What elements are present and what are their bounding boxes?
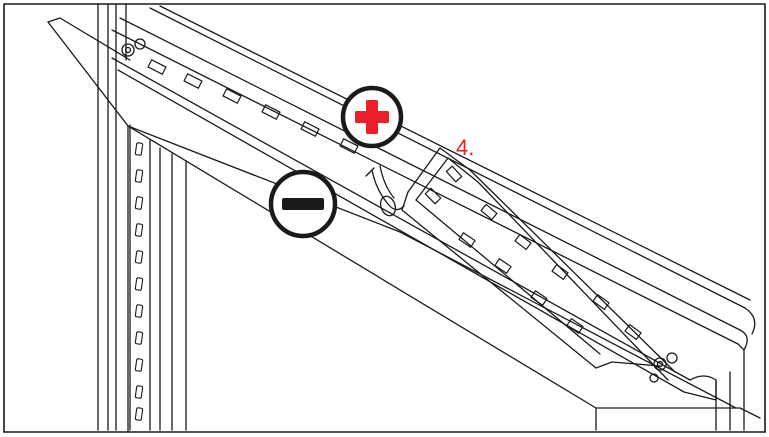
frame-border xyxy=(3,3,766,433)
cabinet-rail xyxy=(97,3,187,431)
negative-terminal-marker xyxy=(268,169,338,239)
aluminium-profile xyxy=(111,5,756,431)
end-clips xyxy=(121,38,678,383)
led-strip-lifted xyxy=(401,147,676,381)
power-wire xyxy=(365,165,405,217)
positive-terminal-marker xyxy=(340,85,404,149)
led-strip-installed xyxy=(147,59,359,154)
minus-icon xyxy=(282,198,324,210)
rail-slots xyxy=(134,142,144,421)
step-number-label: 4. xyxy=(456,135,474,160)
top-panel xyxy=(47,17,761,433)
